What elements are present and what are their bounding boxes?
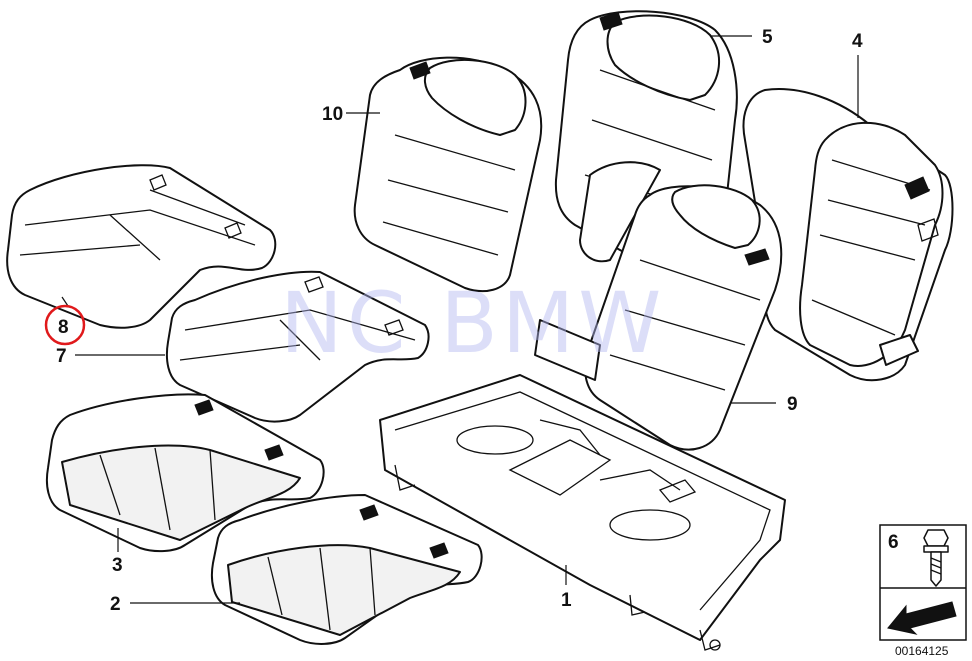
part-3-seat-cushion — [45, 393, 325, 553]
reference-number: 00164125 — [895, 644, 949, 658]
arrow-icon — [887, 601, 957, 635]
highlight-circle — [44, 304, 86, 346]
leader-lines — [61, 35, 859, 604]
part-10-backrest-left — [353, 56, 543, 293]
watermark: NC BMW — [280, 274, 665, 372]
bolt-icon — [923, 529, 949, 587]
part-9-center-backrest — [534, 161, 783, 451]
callout-1: 1 — [561, 590, 572, 611]
part-2-seat-cushion — [210, 494, 483, 645]
part-7-seat-cushion — [165, 270, 430, 423]
callout-5: 5 — [762, 27, 773, 48]
part-4-backrest-right — [742, 88, 954, 382]
callout-10: 10 — [322, 104, 343, 125]
callout-9: 9 — [787, 394, 798, 415]
callout-4: 4 — [852, 31, 863, 52]
part-6-inset: 6 — [879, 524, 967, 641]
callout-6: 6 — [888, 532, 899, 553]
part-8-seat-cushion — [6, 164, 277, 329]
callout-2: 2 — [110, 594, 121, 615]
callout-3: 3 — [112, 555, 123, 576]
part-1-seat-frame — [379, 374, 786, 651]
callout-7: 7 — [56, 346, 67, 367]
callout-8: 8 — [58, 317, 69, 338]
